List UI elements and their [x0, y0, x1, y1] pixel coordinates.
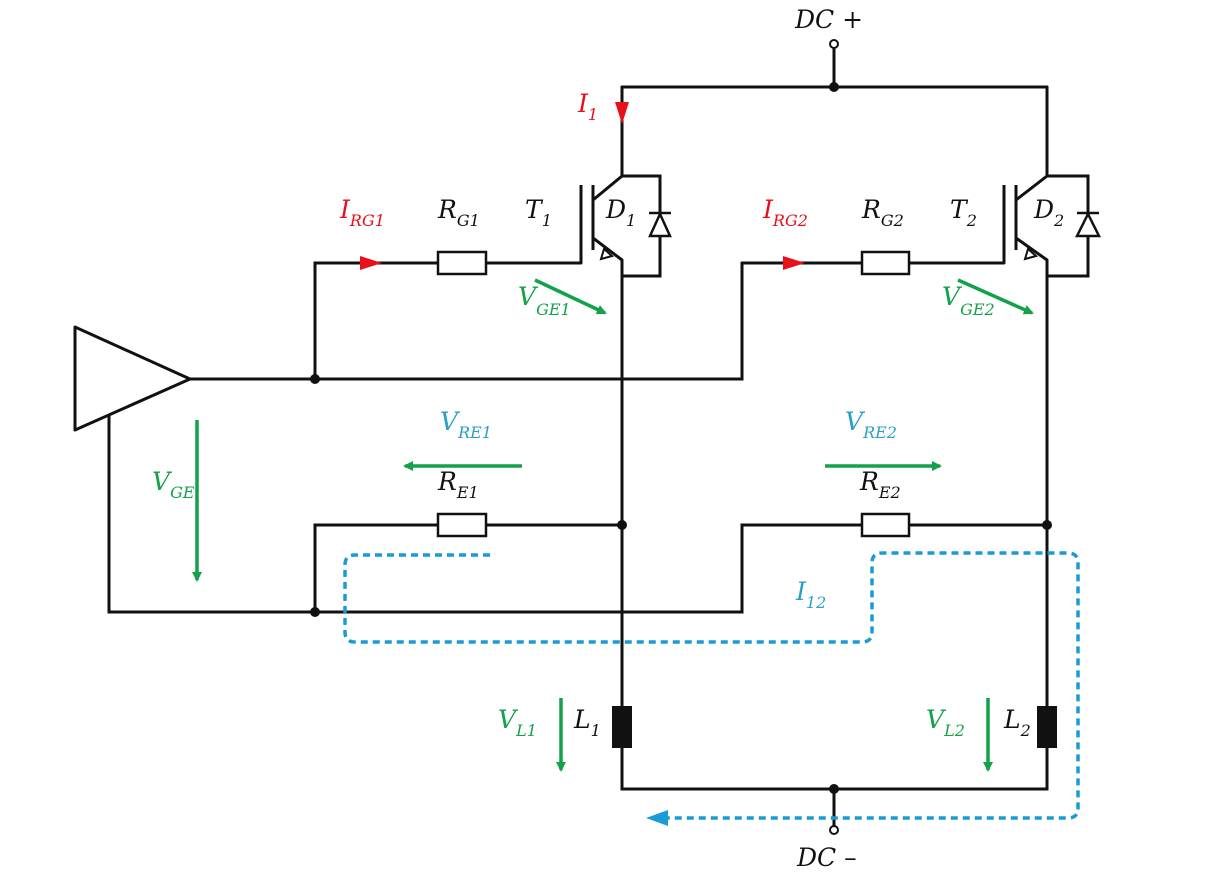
- label-i1: I1: [577, 89, 598, 124]
- d2-triangle: [1074, 211, 1102, 238]
- t1-collector-leg: [592, 172, 624, 202]
- gate-driver-amplifier: [73, 325, 192, 432]
- vge2-arrow: [957, 278, 1034, 315]
- igbt-t1: [579, 172, 624, 263]
- junction-dc-minus: [829, 784, 839, 794]
- inductor-l2: [1037, 706, 1057, 748]
- label-t1: T1: [525, 195, 552, 230]
- l1-bottom-wire: [620, 746, 1049, 791]
- driver-output-wire: [188, 261, 744, 381]
- i12-loop-arrow: [646, 810, 668, 826]
- junction-driver-return: [310, 607, 320, 617]
- junction-driver-out: [310, 374, 320, 384]
- junction-e1: [617, 520, 627, 530]
- label-vl2: VL2: [926, 705, 965, 740]
- label-vl1: VL1: [498, 705, 537, 740]
- label-irg2: IRG2: [762, 195, 808, 230]
- junctions: [310, 82, 1052, 794]
- t1-emitter-leg: [592, 236, 623, 262]
- voltage-arrows: [192, 278, 1034, 772]
- resistor-rg1: [436, 250, 488, 276]
- label-re2: RE2: [859, 467, 901, 502]
- t2-emitter-arrow: [1023, 247, 1039, 261]
- current-arrows: [360, 102, 805, 270]
- diode-d2: [1074, 211, 1102, 238]
- igbt-t2: [1002, 172, 1049, 263]
- diode-d1: [648, 210, 672, 238]
- t1-emitter-arrow: [599, 247, 615, 261]
- label-rg1: RG1: [437, 195, 480, 230]
- label-irg1: IRG1: [339, 195, 385, 230]
- resistor-re1: [436, 512, 488, 538]
- t2-emitter-leg: [1015, 236, 1048, 262]
- inductor-l1: [612, 706, 632, 748]
- label-rg2: RG2: [861, 195, 904, 230]
- irg2-arrow: [783, 256, 805, 270]
- label-re1: RE1: [437, 467, 479, 502]
- resistors: [436, 250, 911, 538]
- d1-triangle: [648, 210, 672, 238]
- label-i12: I12: [795, 577, 826, 612]
- label-l2: L2: [1003, 705, 1031, 740]
- i12-loop-path: [343, 551, 1080, 820]
- terminal-dc-minus: [829, 825, 839, 835]
- resistor-re2: [860, 512, 911, 538]
- label-dc-plus: DC +: [794, 5, 863, 34]
- label-vge: VGE: [152, 467, 195, 502]
- label-vge2: VGE2: [942, 282, 995, 319]
- label-d1: D1: [605, 195, 636, 230]
- junction-e2: [1042, 520, 1052, 530]
- gate1-branch-wire: [313, 261, 440, 381]
- i1-arrow: [615, 102, 629, 124]
- label-dc-minus: DC –: [796, 843, 857, 872]
- junction-dc-plus: [829, 82, 839, 92]
- re1-branch-wire: [313, 523, 440, 614]
- t2-collector-leg: [1015, 172, 1049, 202]
- irg1-arrow: [360, 256, 382, 270]
- label-t2: T2: [950, 195, 977, 230]
- terminal-dc-plus: [829, 39, 839, 49]
- driver-return-wire: [107, 398, 864, 614]
- label-vge1: VGE1: [518, 282, 571, 319]
- resistor-rg2: [860, 250, 911, 276]
- label-d2: D2: [1033, 195, 1064, 230]
- label-vre2: VRE2: [845, 407, 897, 442]
- vge1-arrow: [534, 278, 607, 315]
- label-vre1: VRE1: [440, 407, 492, 442]
- label-l1: L1: [573, 705, 601, 740]
